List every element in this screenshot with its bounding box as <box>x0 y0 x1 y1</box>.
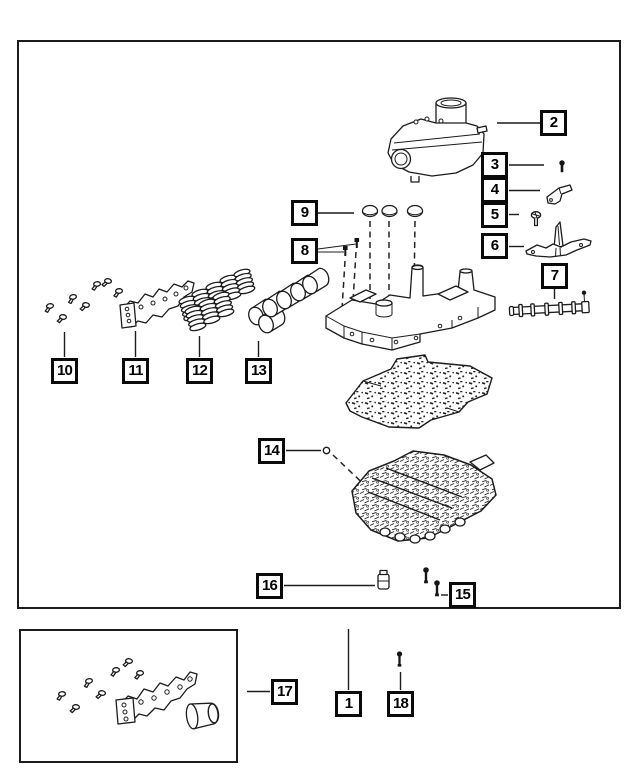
screw-drawing-5 <box>530 211 542 227</box>
callout-13: 13 <box>245 358 272 384</box>
filter-plug-drawing-16 <box>377 569 390 590</box>
service-kit-panel <box>19 629 238 763</box>
callout-4: 4 <box>481 177 508 203</box>
separator-plate-drawing <box>345 354 493 429</box>
service-kit-drawing-17 <box>55 657 220 730</box>
solenoid-module-drawing <box>387 97 488 183</box>
callout-1: 1 <box>335 691 362 717</box>
accumulator-plate-drawing-11 <box>119 280 195 329</box>
callout-11: 11 <box>122 358 149 384</box>
bracket-drawing-4 <box>546 184 573 205</box>
bolts-drawing-8 <box>343 238 360 256</box>
upper-valve-body-drawing <box>325 264 496 351</box>
valve-shaft-drawing-7 <box>508 290 590 318</box>
callout-2: 2 <box>540 110 567 136</box>
callout-7: 7 <box>541 263 568 289</box>
leader-lines <box>63 122 556 693</box>
check-balls-drawing-9 <box>361 204 424 218</box>
callout-15: 15 <box>449 582 476 608</box>
callout-10: 10 <box>51 358 78 384</box>
bolt-drawing-18 <box>396 651 403 667</box>
callout-17: 17 <box>271 679 298 705</box>
pistons-drawing-13 <box>244 265 333 336</box>
detent-lever-drawing-6 <box>525 221 592 258</box>
screw-drawing-3 <box>559 160 565 173</box>
callout-16: 16 <box>256 573 283 599</box>
callout-14: 14 <box>258 438 285 464</box>
callout-12: 12 <box>186 358 213 384</box>
check-ball-drawing-14 <box>322 446 331 455</box>
clips-drawing-10 <box>43 277 124 324</box>
callout-18: 18 <box>387 691 414 717</box>
callout-8: 8 <box>291 238 318 264</box>
lower-valve-body-drawing <box>351 450 497 544</box>
callout-9: 9 <box>291 200 318 226</box>
callout-6: 6 <box>481 233 508 259</box>
main-diagram-panel <box>17 40 621 609</box>
callout-5: 5 <box>481 202 508 228</box>
springs-drawing-12 <box>177 267 257 333</box>
bolts-drawing-15 <box>423 567 440 597</box>
callout-3: 3 <box>481 152 508 178</box>
